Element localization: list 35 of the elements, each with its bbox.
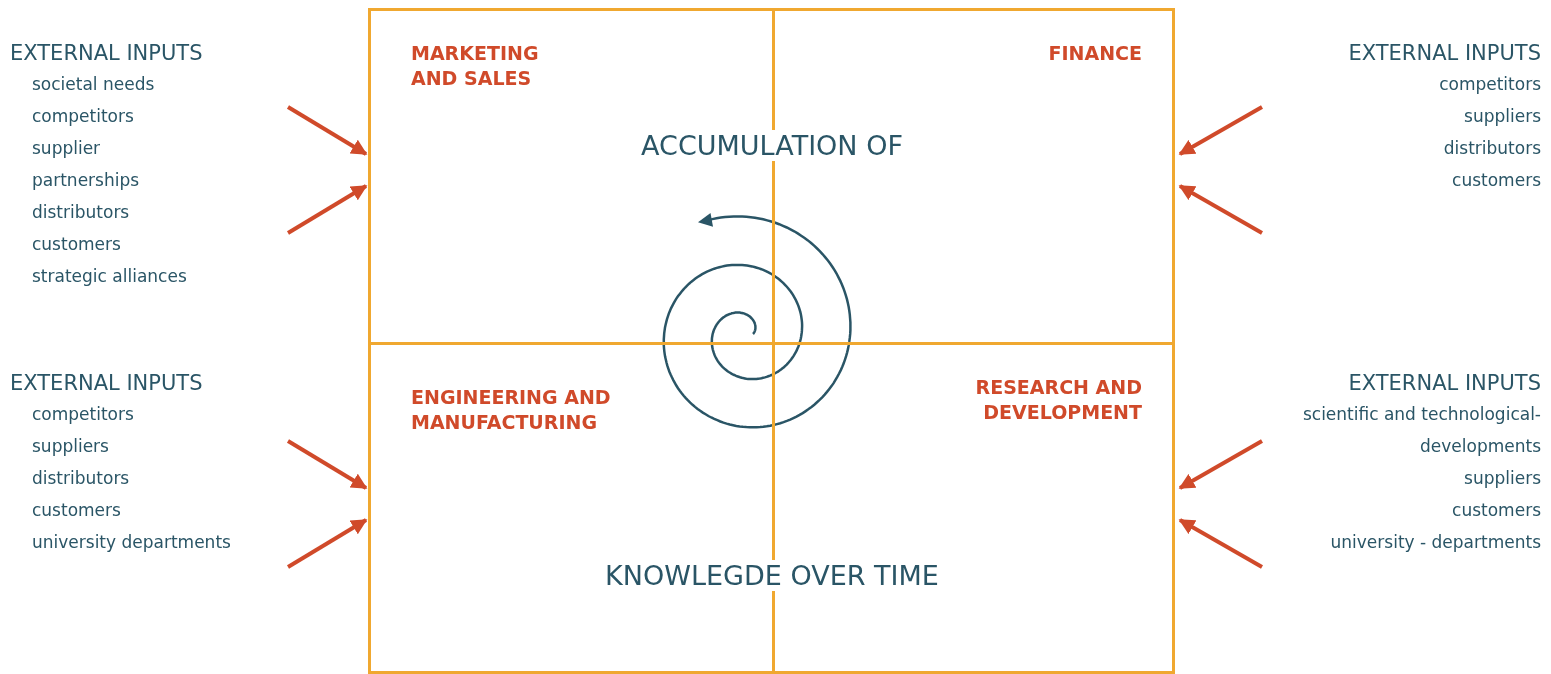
inputs-heading: EXTERNAL INPUTS bbox=[1347, 370, 1541, 397]
input-item: suppliers bbox=[1463, 105, 1541, 128]
input-item: strategic alliances bbox=[31, 265, 188, 288]
input-item: partnerships bbox=[31, 169, 141, 192]
input-item: competitors bbox=[31, 105, 135, 128]
input-item: distributors bbox=[31, 467, 131, 490]
department-heading: FINANCE bbox=[1047, 41, 1142, 66]
input-item: distributors bbox=[31, 201, 131, 224]
arrow bbox=[1178, 184, 1263, 235]
arrow bbox=[286, 518, 368, 569]
input-item: suppliers bbox=[31, 435, 110, 458]
input-item: competitors bbox=[1438, 73, 1541, 96]
arrow bbox=[1178, 518, 1263, 569]
input-item: customers bbox=[31, 499, 122, 522]
input-item: supplier bbox=[31, 137, 102, 160]
input-item: suppliers bbox=[1463, 467, 1541, 490]
input-item: university departments bbox=[31, 531, 231, 554]
input-item: university - departments bbox=[1329, 531, 1541, 554]
arrow bbox=[286, 105, 368, 156]
arrow bbox=[286, 184, 368, 235]
department-heading: ENGINEERING AND MANUFACTURING bbox=[411, 385, 612, 435]
inputs-heading: EXTERNAL INPUTS bbox=[10, 40, 203, 67]
inputs-heading: EXTERNAL INPUTS bbox=[10, 370, 204, 397]
input-item: customers bbox=[31, 233, 122, 256]
arrow bbox=[286, 439, 368, 490]
input-item: competitors bbox=[31, 403, 135, 426]
inputs-heading: EXTERNAL INPUTS bbox=[1348, 40, 1541, 67]
input-item: distributors bbox=[1442, 137, 1541, 160]
arrow bbox=[1178, 105, 1263, 156]
input-item: societal needs bbox=[31, 73, 156, 96]
input-item: customers bbox=[1451, 499, 1541, 522]
department-heading: MARKETING AND SALES bbox=[411, 41, 540, 91]
department-heading: RESEARCH AND DEVELOPMENT bbox=[974, 375, 1142, 425]
input-item: customers bbox=[1451, 169, 1541, 192]
arrow bbox=[1178, 439, 1263, 490]
